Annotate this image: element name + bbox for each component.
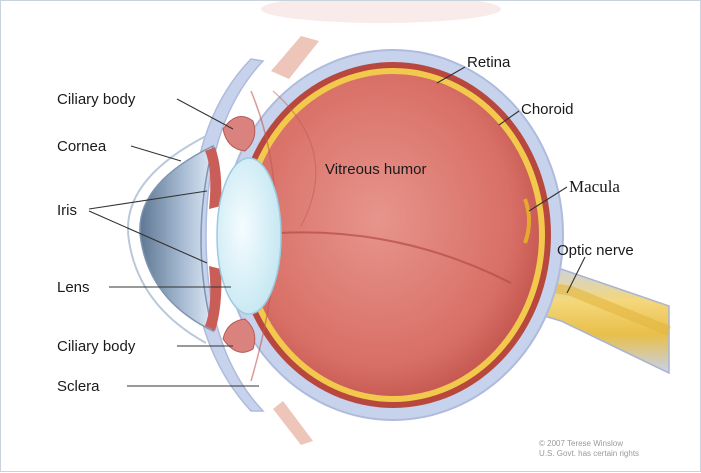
leader-cornea [131,146,181,161]
label-retina: Retina [467,54,511,71]
ciliary-body-bottom-shape [223,319,255,352]
label-ciliary-body-top: Ciliary body [57,91,136,108]
background-haze [261,1,501,23]
credit-line-2: U.S. Govt. has certain rights [539,449,639,458]
label-optic-nerve: Optic nerve [557,242,634,259]
label-ciliary-body-bottom: Ciliary body [57,338,136,355]
lower-eyelid-muscle [273,401,313,445]
label-iris: Iris [57,202,77,219]
label-lens: Lens [57,279,90,296]
credit-line-1: © 2007 Terese Winslow [539,439,623,448]
ciliary-body-top-shape [223,117,255,152]
label-sclera: Sclera [57,378,100,395]
vitreous-humor-shape [247,74,539,396]
label-choroid: Choroid [521,101,574,118]
lens-shape [217,158,281,314]
label-cornea: Cornea [57,138,107,155]
label-vitreous-humor: Vitreous humor [325,161,426,178]
label-macula: Macula [569,177,620,196]
